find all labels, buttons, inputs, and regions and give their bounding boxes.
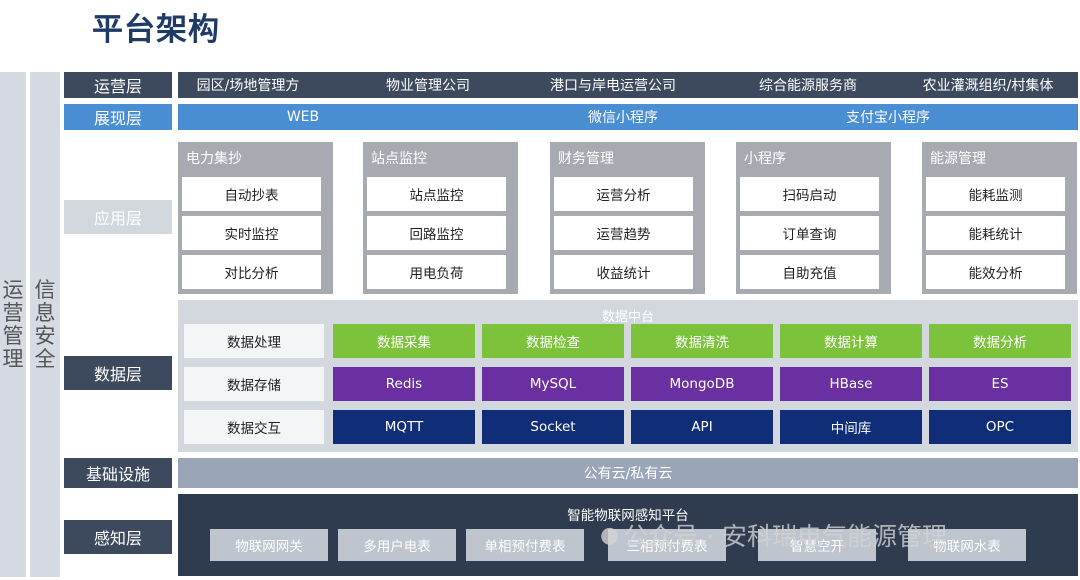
data-middle-title: 数据中台 (601, 310, 654, 325)
sensing-layer-panel: 智能物联网感知平台 物联网网关 多用户电表 单相预付费表 三相预付费表 智慧空开… (178, 494, 1078, 576)
layer-label-presentation: 展现层 (64, 104, 172, 130)
data-row-label: 数据交互 (184, 410, 324, 444)
presentation-item: 微信小程序 (588, 110, 658, 126)
app-item: 自助充值 (740, 255, 879, 289)
app-group-title: 小程序 (744, 151, 786, 167)
sensing-item: 单相预付费表 (466, 529, 584, 561)
app-item: 对比分析 (182, 255, 321, 289)
presentation-item: 支付宝小程序 (846, 110, 930, 126)
app-item: 实时监控 (182, 216, 321, 250)
data-cell: MQTT (333, 410, 475, 444)
app-item: 能耗统计 (926, 216, 1065, 250)
data-cell: 数据清洗 (631, 324, 773, 358)
app-item: 扫码启动 (740, 177, 879, 211)
sensing-item: 物联网水表 (908, 529, 1026, 561)
sensing-item: 物联网网关 (210, 529, 328, 561)
data-cell: Socket (482, 410, 624, 444)
watermark-text: 公众号 · 安科瑞电气能源管理 (623, 522, 948, 551)
sensing-platform-title: 智能物联网感知平台 (567, 508, 689, 524)
app-item: 能效分析 (926, 255, 1065, 289)
app-item: 回路监控 (367, 216, 506, 250)
ops-layer-band: 园区/场地管理方 物业管理公司 港口与岸电运营公司 综合能源服务商 农业灌溉组织… (178, 72, 1078, 98)
layer-label-ops: 运营层 (64, 72, 172, 98)
layer-label-data: 数据层 (64, 356, 172, 390)
info-security-label: 信 息 安 全 (34, 277, 56, 371)
app-group: 能源管理 能耗监测 能耗统计 能效分析 (922, 142, 1077, 294)
app-item: 订单查询 (740, 216, 879, 250)
data-cell: 中间库 (780, 410, 922, 444)
layer-label-sensing: 感知层 (64, 520, 172, 554)
data-row-label: 数据存储 (184, 367, 324, 401)
layer-label-application: 应用层 (64, 200, 172, 234)
app-group-title: 财务管理 (558, 151, 614, 167)
presentation-item: WEB (286, 109, 320, 125)
data-cell: 数据检查 (482, 324, 624, 358)
presentation-layer-band: WEB 微信小程序 支付宝小程序 (178, 104, 1078, 130)
page-title: 平台架构 (92, 12, 220, 48)
layer-label-infra: 基础设施 (64, 458, 172, 488)
app-group: 财务管理 运营分析 运营趋势 收益统计 (550, 142, 705, 294)
wechat-icon: ● (600, 522, 620, 548)
app-group: 电力集抄 自动抄表 实时监控 对比分析 (178, 142, 333, 294)
app-group-title: 能源管理 (930, 151, 986, 167)
app-item: 用电负荷 (367, 255, 506, 289)
data-cell: MongoDB (631, 367, 773, 401)
ops-item: 综合能源服务商 (759, 78, 857, 94)
app-item: 运营趋势 (554, 216, 693, 250)
sensing-item: 三相预付费表 (608, 529, 726, 561)
data-cell: HBase (780, 367, 922, 401)
ops-item: 物业管理公司 (386, 78, 470, 94)
ops-item: 园区/场地管理方 (196, 78, 300, 94)
infra-layer-band: 公有云/私有云 (178, 458, 1078, 488)
sensing-item: 智慧空开 (758, 529, 876, 561)
data-cell: Redis (333, 367, 475, 401)
app-group-title: 电力集抄 (186, 151, 242, 167)
app-group: 小程序 扫码启动 订单查询 自助充值 (736, 142, 891, 294)
sensing-item: 多用户电表 (338, 529, 456, 561)
info-security-bar: 信 息 安 全 (30, 72, 60, 577)
data-cell: 数据分析 (929, 324, 1071, 358)
data-cell: 数据计算 (780, 324, 922, 358)
app-item: 自动抄表 (182, 177, 321, 211)
ops-management-label: 运 营 管 理 (2, 277, 24, 371)
app-group: 站点监控 站点监控 回路监控 用电负荷 (363, 142, 518, 294)
ops-item: 农业灌溉组织/村集体 (922, 78, 1054, 94)
app-item: 收益统计 (554, 255, 693, 289)
app-item: 运营分析 (554, 177, 693, 211)
ops-management-bar: 运 营 管 理 (0, 72, 26, 577)
app-group-title: 站点监控 (371, 151, 427, 167)
ops-item: 港口与岸电运营公司 (550, 78, 676, 94)
data-cell: OPC (929, 410, 1071, 444)
data-layer-panel: 数据中台 数据处理 数据采集 数据检查 数据清洗 数据计算 数据分析 数据存储 … (178, 300, 1078, 452)
app-item: 站点监控 (367, 177, 506, 211)
watermark: ● 公众号 · 安科瑞电气能源管理 (600, 517, 947, 553)
data-cell: 数据采集 (333, 324, 475, 358)
data-cell: ES (929, 367, 1071, 401)
data-cell: API (631, 410, 773, 444)
data-row-label: 数据处理 (184, 324, 324, 358)
data-cell: MySQL (482, 367, 624, 401)
app-item: 能耗监测 (926, 177, 1065, 211)
